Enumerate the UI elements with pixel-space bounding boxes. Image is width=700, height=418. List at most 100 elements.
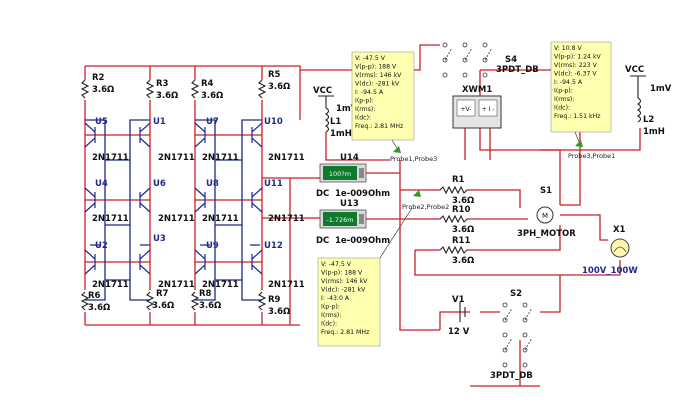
u13-mode: DC: [316, 236, 329, 246]
probe1-line: I(dc):: [355, 115, 371, 122]
r9-value: 3.6Ω: [268, 307, 290, 317]
r10-name: R10: [452, 205, 470, 215]
transistor-symbol: [251, 187, 263, 213]
model-label: 2N1711: [268, 153, 305, 163]
probe-2-icon: [413, 190, 421, 197]
transistor-symbol: [251, 249, 263, 275]
model-label: 2N1711: [202, 214, 239, 224]
probe3-line: V(rms): 223 V: [554, 62, 598, 69]
probe3-line: V(dc): -6.37 V: [554, 71, 597, 78]
r10-value: 3.6Ω: [452, 225, 474, 235]
probe1-line: I(rms):: [355, 106, 375, 113]
l1-value: 1mH: [330, 129, 352, 139]
ammeter-u14: U14 100?m DC 1e-009Ohm: [316, 153, 390, 199]
transistor-symbol: [194, 187, 206, 213]
label-u7: U7: [206, 117, 219, 127]
probe-readout-2: V: -47.5 V V(p-p): 188 V V(rms): 146 kV …: [317, 207, 413, 347]
probe3-line: I(p-p):: [554, 88, 573, 95]
x1-rating: 100V_100W: [582, 266, 638, 276]
switch-s2[interactable]: S2 3PDT_DB: [490, 289, 533, 381]
inverter-wiring: [84, 44, 440, 326]
probe1-line: I(p-p):: [355, 98, 374, 105]
label-u5: U5: [95, 117, 108, 127]
probe1-line: V(rms): 146 kV: [355, 72, 402, 79]
transistor-symbol: [194, 249, 206, 275]
r11-value: 3.6Ω: [452, 256, 474, 266]
probe1-line: V(dc): -281 kV: [355, 81, 400, 88]
probe2-line: V(dc): -281 kV: [321, 287, 366, 294]
probe3-line: I(dc):: [554, 105, 570, 112]
probe-3-icon: [575, 140, 583, 147]
transistor-symbol: [139, 122, 151, 148]
u14-resistance: 1e-009Ohm: [335, 189, 390, 199]
model-label: 2N1711: [268, 280, 305, 290]
probe2-line: V(p-p): 188 V: [321, 270, 363, 277]
r8-value: 3.6Ω: [199, 301, 221, 311]
r5-value: 3.6Ω: [268, 82, 290, 92]
r8-name: R8: [199, 289, 212, 299]
switch-s1[interactable]: S1: [540, 186, 552, 196]
label-u4: U4: [95, 179, 108, 189]
probe1-label: Probe1,Probe3: [390, 155, 437, 163]
resistor-r10: R10 3.6Ω: [439, 205, 474, 235]
probe3-line: I: -94.5 A: [554, 79, 583, 86]
label-u6: U6: [153, 179, 166, 189]
transistor-symbol: [84, 249, 96, 275]
probe3-line: V: 10.8 V: [554, 45, 583, 52]
probe1-line: Freq.: 2.81 MHz: [355, 123, 403, 130]
r4-name: R4: [201, 79, 214, 89]
r1-name: R1: [452, 175, 465, 185]
motor-3ph: M 3PH_MOTOR: [517, 206, 576, 239]
s2-name: S2: [510, 289, 522, 299]
r2-value: 3.6Ω: [92, 85, 114, 95]
u14-mode: DC: [316, 189, 329, 199]
model-label: 2N1711: [202, 280, 239, 290]
transistor-symbol: [84, 122, 96, 148]
vcc-right-label: VCC: [625, 65, 644, 75]
probe2-line: I(rms):: [321, 312, 341, 319]
r5-name: R5: [268, 70, 281, 80]
wattmeter-xwm1[interactable]: XWM1 +V- + I -: [452, 85, 502, 129]
transistor-labels: U5 U1 U7 U10 U4 U6 U8 U11 U2 U3 U9 U12: [95, 117, 283, 251]
probe3-line: Freq.: 1.51 kHz: [554, 113, 601, 120]
s1-name: S1: [540, 186, 552, 196]
probe-readout-1: V: -47.5 V V(p-p): 188 V V(rms): 146 kV …: [351, 51, 437, 163]
label-u10: U10: [264, 117, 283, 127]
vcc-left-value: 1mV: [336, 104, 358, 114]
r4-value: 3.6Ω: [201, 91, 223, 101]
l1-name: L1: [330, 117, 341, 127]
switch-s4[interactable]: S4 3PDT_DB: [442, 42, 539, 78]
model-label: 2N1711: [268, 214, 305, 224]
transistor-network: [85, 119, 262, 301]
transistor-symbol: [251, 122, 263, 148]
battery-v1: V1 12 V: [448, 295, 470, 337]
lamp-x1: X1 100V_100W: [582, 225, 638, 276]
l2-value: 1mH: [643, 127, 665, 137]
v1-value: 12 V: [448, 327, 470, 337]
probe1-line: I: -94.5 A: [355, 89, 384, 96]
transistor-symbol: [194, 122, 206, 148]
vcc-source-right: VCC 1mV L2 1mH: [625, 65, 672, 137]
label-u12: U12: [264, 241, 283, 251]
model-label: 2N1711: [202, 153, 239, 163]
resistor-r3: R3 3.6Ω: [145, 79, 178, 101]
label-u8: U8: [206, 179, 219, 189]
r7-name: R7: [156, 289, 169, 299]
svg-text:M: M: [542, 212, 548, 220]
probe2-line: I(p-p):: [321, 304, 340, 311]
transistor-model-labels: 2N1711 2N1711 2N1711 2N1711 2N1711 2N171…: [92, 153, 305, 290]
probe1-line: V: -47.5 V: [355, 55, 386, 62]
model-label: 2N1711: [92, 153, 129, 163]
r1-value: 3.6Ω: [452, 196, 474, 206]
r6-name: R6: [88, 291, 101, 301]
transistor-symbol: [139, 187, 151, 213]
s2-type: 3PDT_DB: [490, 371, 533, 381]
u13-name: U13: [340, 199, 359, 209]
label-u11: U11: [264, 179, 283, 189]
probe2-line: I(dc):: [321, 321, 337, 328]
resistor-r9: R9 3.6Ω: [257, 291, 290, 317]
r9-name: R9: [268, 295, 281, 305]
motor-name: 3PH_MOTOR: [517, 229, 576, 239]
u13-resistance: 1e-009Ohm: [335, 236, 390, 246]
probe2-label: Probe2,Probe2: [402, 203, 449, 211]
